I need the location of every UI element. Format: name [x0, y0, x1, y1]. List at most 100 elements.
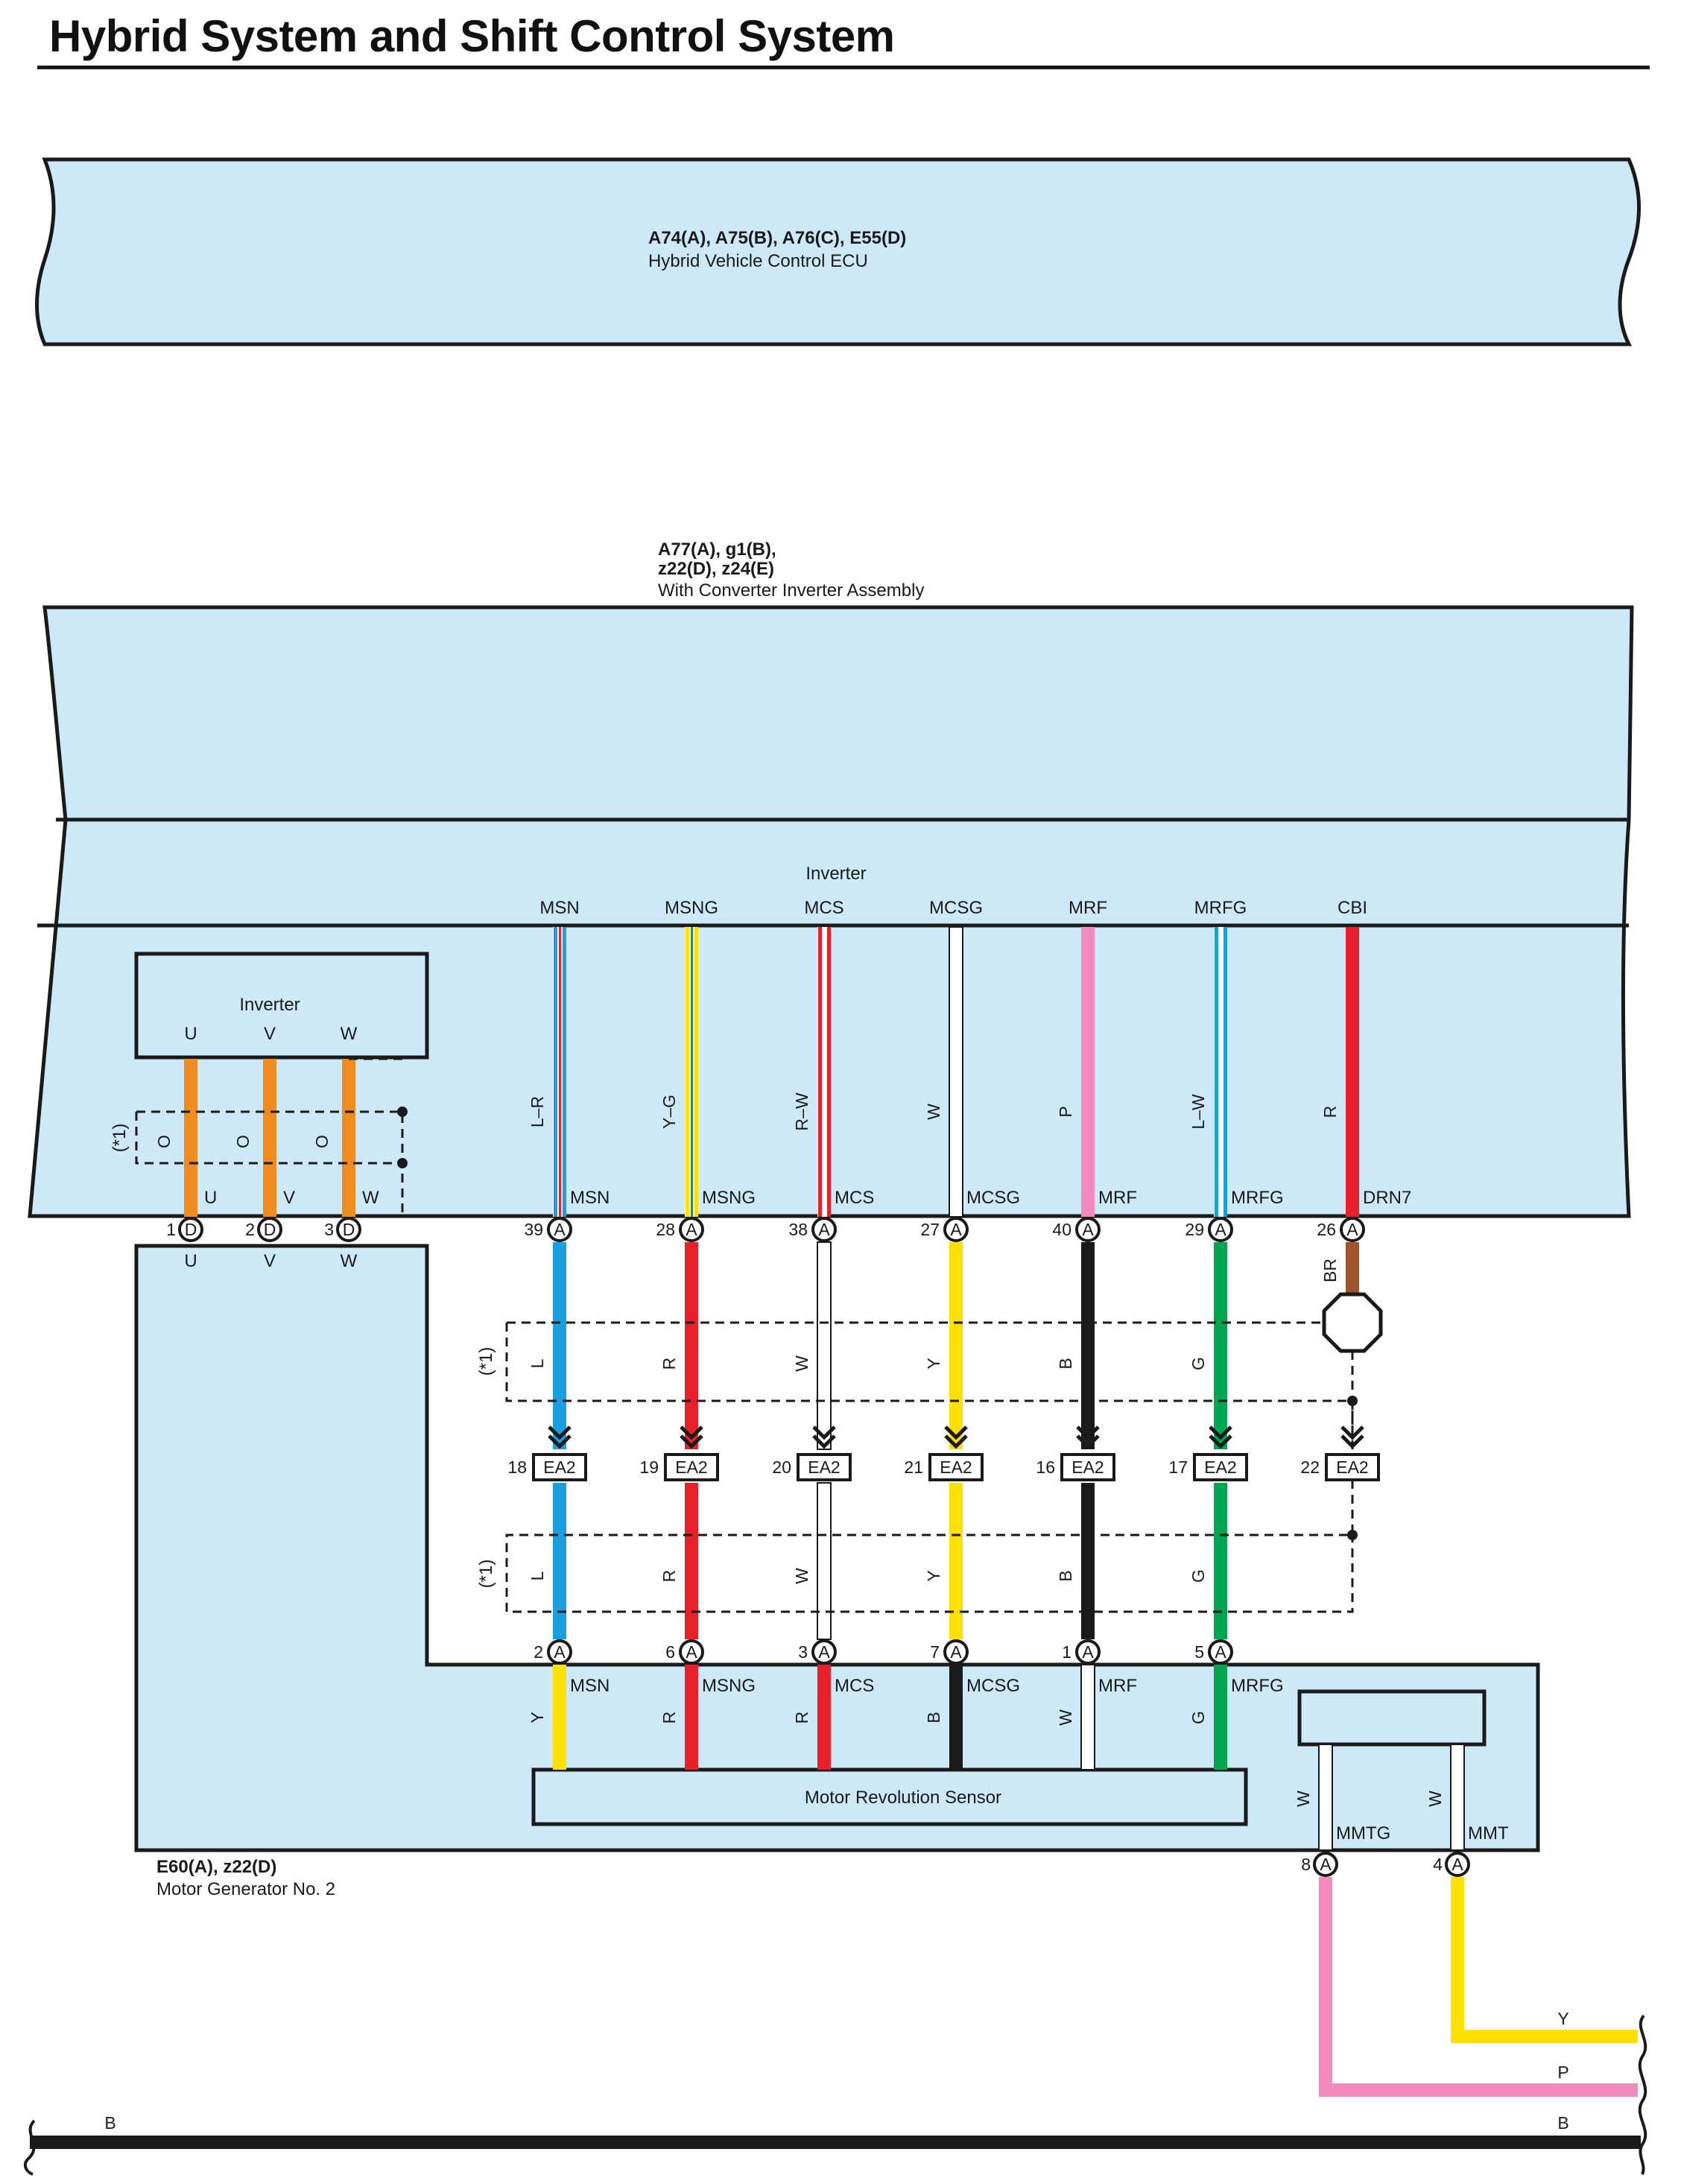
- low-wire-code-MCSG: Y: [924, 1570, 943, 1581]
- uvw-terminal-label-0: U: [204, 1188, 217, 1208]
- top-wire-code-CBI: R: [1320, 1106, 1340, 1118]
- ea2-pin-number-MCS: 20: [772, 1457, 791, 1477]
- ea2-connector-MRFG[interactable]: [1193, 1453, 1248, 1481]
- uvw-shield-node-2: [397, 1158, 408, 1168]
- ground-label-right: B: [1557, 2113, 1568, 2133]
- signal-name-MRFG: MRFG: [1194, 898, 1247, 918]
- sensor-label: Motor Revolution Sensor: [805, 1788, 1001, 1808]
- ea2-connector-MRF[interactable]: [1060, 1453, 1115, 1481]
- mg-terminal-label-MRFG: MRFG: [1231, 1676, 1284, 1696]
- mg-pin-mmt[interactable]: [1445, 1852, 1470, 1877]
- uvw-pin-2[interactable]: [336, 1217, 361, 1242]
- top-wire-MSN-base-b: [563, 927, 566, 1217]
- top-wire-CBI: [1346, 927, 1359, 1217]
- out-wire-mmtg: [1319, 1877, 1638, 2097]
- ea2-label-CBI: EA2: [1336, 1457, 1368, 1477]
- upper-shield-node: [1347, 1396, 1358, 1406]
- converter-pin-MSN[interactable]: [547, 1217, 572, 1242]
- converter-pin-MSNG[interactable]: [679, 1217, 704, 1242]
- mid-wire-MSN: [553, 1242, 566, 1449]
- ea2-connector-MSN[interactable]: [532, 1453, 587, 1481]
- ea2-label-MSNG: EA2: [675, 1457, 707, 1477]
- mid-wire-code-MRFG: G: [1188, 1357, 1208, 1370]
- ea2-pin-number-MCSG: 21: [904, 1457, 923, 1477]
- thermistor-wire-mmt: [1450, 1744, 1465, 1851]
- ea2-connector-MCS[interactable]: [797, 1453, 852, 1481]
- converter-pin-MRFG-letter: A: [1215, 1220, 1226, 1239]
- ea2-connector-CBI[interactable]: [1325, 1453, 1380, 1481]
- converter-pin-MCS[interactable]: [811, 1217, 837, 1242]
- ea2-chevron-MCS-a: [812, 1425, 836, 1440]
- ea2-pin-number-MSN: 18: [507, 1457, 527, 1477]
- ea2-chevron-MSNG-a: [680, 1425, 703, 1440]
- signal-name-MCS: MCS: [804, 898, 843, 918]
- top-wire-MSNG-stripe: [691, 927, 693, 1217]
- mg-pin-MCSG[interactable]: [943, 1639, 969, 1665]
- mid-wire-code-MCSG: Y: [924, 1358, 943, 1369]
- mg-pin-MCS[interactable]: [811, 1639, 837, 1665]
- mg-pin-number-MSN: 2: [534, 1642, 543, 1662]
- ea2-chevron-MRF-a: [1076, 1425, 1100, 1440]
- uvw-terminal-label-2: W: [362, 1188, 379, 1208]
- mg-pin-MRFG[interactable]: [1208, 1639, 1233, 1665]
- page-title: Hybrid System and Shift Control System: [49, 11, 895, 61]
- converter-pin-MRF-letter: A: [1082, 1220, 1094, 1239]
- uvw-pin-number-0: 1: [166, 1220, 176, 1239]
- mid-wire-code-MCS: W: [792, 1355, 811, 1372]
- ea2-chevron-MSNG: [680, 1425, 703, 1449]
- mg-pin-MRFG-letter: A: [1215, 1642, 1226, 1662]
- mg-pin-MSNG[interactable]: [679, 1639, 704, 1665]
- mid-wire-MRF: [1081, 1242, 1095, 1449]
- ea2-chevron-MRFG-b: [1209, 1434, 1232, 1449]
- uvw-terminal-label-1: V: [283, 1188, 295, 1208]
- shield-wire-CBI: [1346, 1242, 1359, 1303]
- uvw-pin-0[interactable]: [178, 1217, 203, 1242]
- ea2-chevron-MCSG: [944, 1425, 968, 1449]
- upper-shield-note: (*1): [476, 1347, 496, 1376]
- inner-inverter-box: [134, 952, 429, 1060]
- top-wire-MRFG-base-b: [1223, 927, 1227, 1217]
- mg-pin-MCSG-letter: A: [950, 1642, 962, 1662]
- ea2-chevron-MSN-a: [548, 1425, 572, 1440]
- mg-wire-code-MSN: Y: [528, 1712, 547, 1723]
- top-wire-code-MSN: L–R: [528, 1096, 547, 1127]
- uvw-wire-code-1: O: [233, 1135, 253, 1148]
- uvw-bottom-label-1: V: [264, 1251, 276, 1271]
- mg-pin-MRF[interactable]: [1075, 1639, 1101, 1665]
- uvw-wire-code-2: O: [312, 1135, 332, 1148]
- mg-terminal-label-MCSG: MCSG: [966, 1676, 1020, 1696]
- converter-pin-MCSG[interactable]: [943, 1217, 969, 1242]
- terminal-label-CBI: DRN7: [1363, 1188, 1411, 1208]
- top-wire-MSNG-base-a: [686, 927, 689, 1217]
- ea2-chevron-MCSG-a: [944, 1425, 968, 1440]
- thermistor-label-mmtg: MMTG: [1336, 1823, 1390, 1843]
- mg-pin-MSN[interactable]: [547, 1639, 572, 1665]
- uvw-pin-1[interactable]: [257, 1217, 282, 1242]
- terminal-label-MCS: MCS: [835, 1188, 874, 1208]
- mid-wire-code-MSN: L: [528, 1358, 547, 1368]
- uvw-top-label-0: U: [184, 1024, 197, 1044]
- mg-wire-MCS: [817, 1665, 831, 1770]
- top-wire-MSN-base-a: [554, 927, 557, 1217]
- converter-pin-MSNG-letter: A: [686, 1220, 697, 1239]
- ea2-chevron-MSN: [548, 1425, 572, 1449]
- mg-pin-mmtg[interactable]: [1313, 1852, 1338, 1877]
- ea2-connector-MSNG[interactable]: [664, 1453, 719, 1481]
- uvw-bottom-label-0: U: [184, 1251, 197, 1271]
- mg-pin-number-mmtg: 8: [1301, 1855, 1311, 1874]
- mid-wire-MSNG: [685, 1242, 698, 1449]
- converter-pin-number-MCS: 38: [788, 1220, 808, 1239]
- mg-terminal-label-MRF: MRF: [1098, 1676, 1137, 1696]
- uvw-pin-letter-2: D: [343, 1220, 355, 1239]
- out-wire-code-mmt: Y: [1557, 2009, 1568, 2028]
- converter-pin-MRFG[interactable]: [1208, 1217, 1233, 1242]
- converter-pin-MRF[interactable]: [1075, 1217, 1101, 1242]
- signal-name-MCSG: MCSG: [929, 898, 983, 918]
- converter-pin-CBI[interactable]: [1340, 1217, 1365, 1242]
- top-wire-MCS-base-b: [827, 927, 831, 1217]
- top-wire-MSNG: [685, 927, 698, 1217]
- converter-pin-MSN-letter: A: [554, 1220, 566, 1239]
- low-wire-MRF: [1081, 1483, 1095, 1639]
- ecu-block: [35, 157, 1641, 346]
- ea2-connector-MCSG[interactable]: [928, 1453, 984, 1481]
